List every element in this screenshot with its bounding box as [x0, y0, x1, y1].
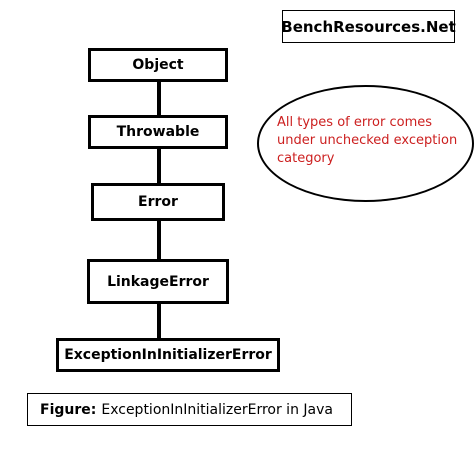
connector-error-linkageerror	[157, 219, 161, 261]
class-label-throwable: Throwable	[116, 124, 200, 140]
note-line-3: category	[277, 151, 335, 166]
brand-label: BenchResources.Net	[281, 17, 456, 36]
brand-label-box: BenchResources.Net	[281, 10, 456, 43]
class-label-exceptionininitializererror: ExceptionInInitializerError	[64, 347, 272, 363]
note-ellipse	[257, 85, 474, 202]
note-line-2: under unchecked exception	[277, 133, 458, 148]
class-label-error: Error	[138, 194, 178, 210]
caption-text: ExceptionInInitializerError in Java	[101, 401, 333, 418]
class-box-error: Error	[91, 183, 225, 221]
class-box-object: Object	[88, 48, 228, 82]
note-line-1: All types of error comes	[277, 115, 432, 130]
class-label-linkageerror: LinkageError	[107, 273, 209, 290]
connector-throwable-error	[157, 147, 161, 185]
caption-prefix: Figure:	[40, 401, 97, 418]
class-label-object: Object	[132, 57, 184, 73]
class-box-throwable: Throwable	[88, 115, 228, 149]
class-box-exceptionininitializererror: ExceptionInInitializerError	[56, 338, 280, 372]
class-box-linkageerror: LinkageError	[87, 259, 229, 304]
connector-object-throwable	[157, 80, 161, 118]
figure-caption: Figure: ExceptionInInitializerError in J…	[27, 393, 352, 426]
connector-linkageerror-exceptionininitializererror	[157, 302, 161, 340]
note-text: All types of error comes under unchecked…	[277, 114, 467, 168]
